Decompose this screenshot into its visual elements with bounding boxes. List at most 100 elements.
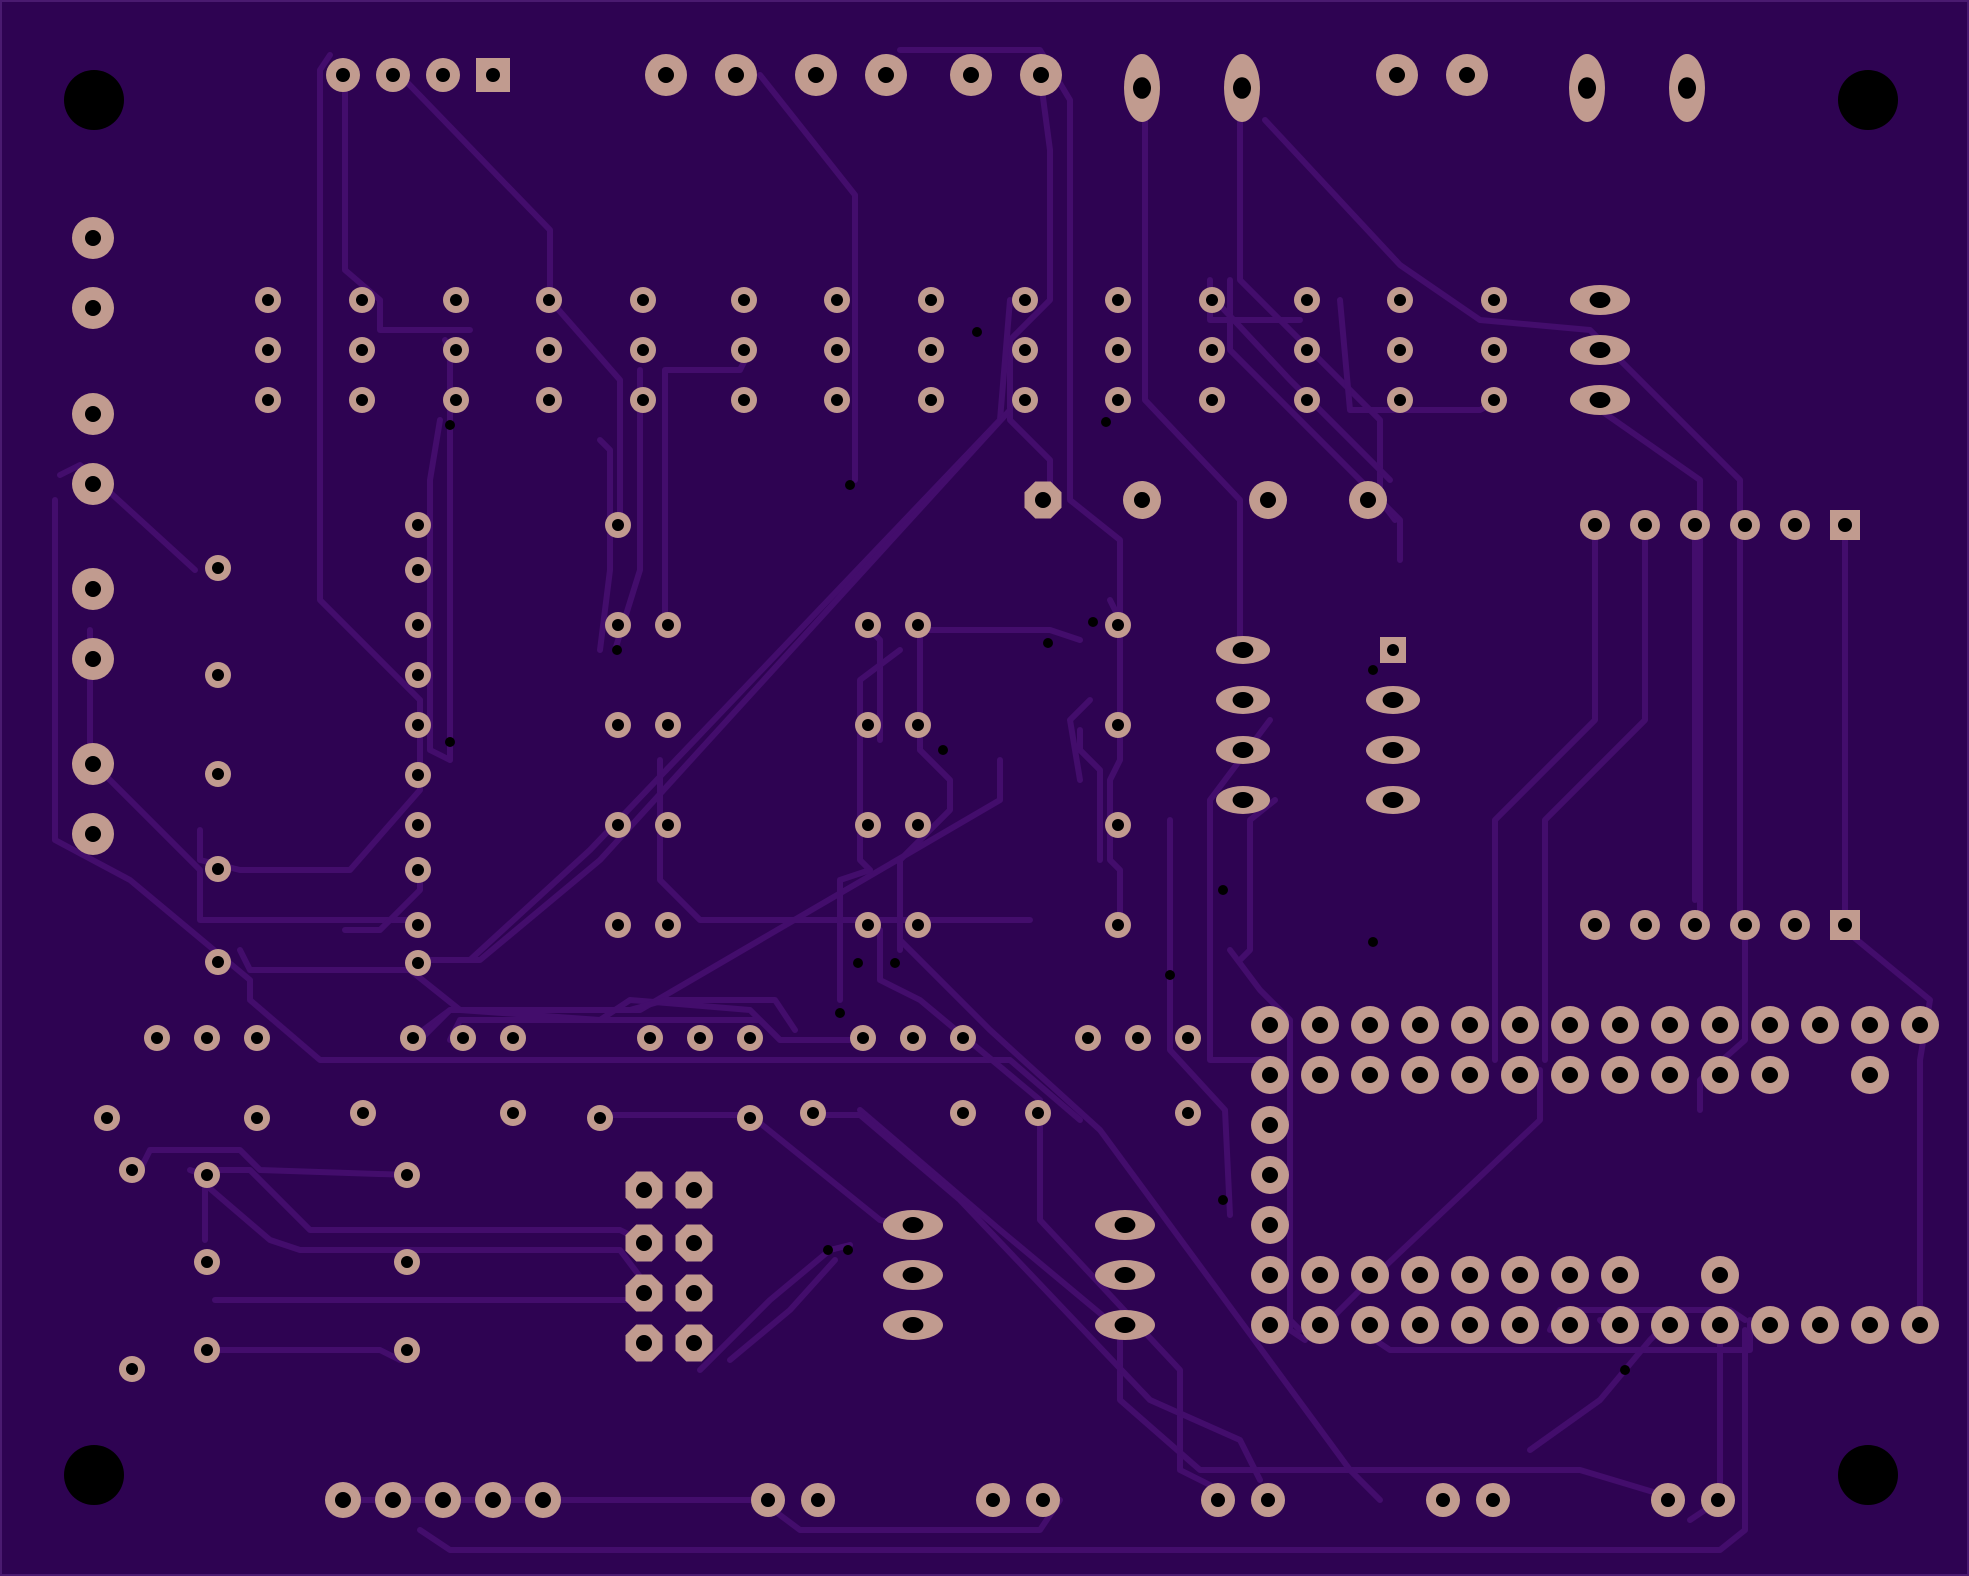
drill-hole xyxy=(658,67,674,83)
drill-hole xyxy=(1036,1493,1050,1507)
drill-hole xyxy=(1262,1017,1278,1033)
drill-hole xyxy=(1612,1017,1628,1033)
drill-hole xyxy=(1132,1032,1144,1044)
drill-hole xyxy=(1233,77,1251,99)
drill-hole xyxy=(262,294,274,306)
drill-hole xyxy=(1862,1067,1878,1083)
drill-hole xyxy=(1262,1067,1278,1083)
via xyxy=(1043,638,1053,648)
drill-hole xyxy=(662,619,674,631)
drill-hole xyxy=(1112,344,1124,356)
drill-hole xyxy=(744,1112,756,1124)
drill-hole xyxy=(636,1235,652,1251)
drill-hole xyxy=(1436,1493,1450,1507)
drill-hole xyxy=(662,819,674,831)
drill-hole xyxy=(1261,1493,1275,1507)
trace xyxy=(1077,727,1103,863)
trace xyxy=(897,47,1123,623)
via xyxy=(445,420,455,430)
drill-hole xyxy=(212,863,224,875)
trace xyxy=(1597,407,1703,928)
drill-hole xyxy=(1360,492,1376,508)
drill-hole xyxy=(1662,1017,1678,1033)
drill-hole xyxy=(738,294,750,306)
drill-hole xyxy=(1362,1317,1378,1333)
drill-hole xyxy=(1488,344,1500,356)
drill-hole xyxy=(1612,1067,1628,1083)
drill-hole xyxy=(412,819,424,831)
drill-hole xyxy=(808,67,824,83)
drill-hole xyxy=(1589,342,1611,358)
drill-hole xyxy=(761,1493,775,1507)
drill-hole xyxy=(85,651,101,667)
drill-hole xyxy=(1019,294,1031,306)
drill-hole xyxy=(907,1032,919,1044)
drill-hole xyxy=(1112,619,1124,631)
drill-hole xyxy=(694,1032,706,1044)
drill-hole xyxy=(862,719,874,731)
trace xyxy=(1167,817,1233,1218)
drill-hole xyxy=(1262,1217,1278,1233)
trace xyxy=(137,1147,413,1178)
drill-hole xyxy=(1588,918,1602,932)
drill-hole xyxy=(644,1032,656,1044)
drill-hole xyxy=(686,1235,702,1251)
drill-hole xyxy=(862,919,874,931)
drill-hole xyxy=(1301,344,1313,356)
drill-hole xyxy=(1382,692,1404,708)
drill-hole xyxy=(1662,1317,1678,1333)
drill-hole xyxy=(450,344,462,356)
drill-hole xyxy=(594,1112,606,1124)
trace xyxy=(1007,72,1053,503)
trace xyxy=(437,407,1013,963)
drill-hole xyxy=(1812,1317,1828,1333)
drill-hole xyxy=(412,564,424,576)
drill-hole xyxy=(1382,792,1404,808)
drill-hole xyxy=(1389,67,1405,83)
drill-hole xyxy=(1232,692,1254,708)
drill-hole xyxy=(686,1182,702,1198)
drill-hole xyxy=(1112,919,1124,931)
drill-hole xyxy=(686,1285,702,1301)
drill-hole xyxy=(251,1112,263,1124)
via xyxy=(835,1008,845,1018)
trace xyxy=(837,867,873,1003)
drill-hole xyxy=(436,68,450,82)
drill-hole xyxy=(1232,792,1254,808)
drill-hole xyxy=(1394,294,1406,306)
trace xyxy=(1142,72,1243,648)
drill-hole xyxy=(1262,1167,1278,1183)
drill-hole xyxy=(957,1107,969,1119)
drill-hole xyxy=(1394,344,1406,356)
drill-hole xyxy=(356,294,368,306)
vias xyxy=(445,327,1630,1375)
trace xyxy=(807,1112,1263,1483)
mounting-hole xyxy=(64,70,124,130)
trace xyxy=(727,1257,838,1363)
drill-hole xyxy=(1394,394,1406,406)
drill-hole xyxy=(1512,1267,1528,1283)
drill-hole xyxy=(85,581,101,597)
drill-hole xyxy=(1032,1107,1044,1119)
drill-hole xyxy=(262,344,274,356)
via xyxy=(1165,970,1175,980)
drill-hole xyxy=(356,394,368,406)
trace xyxy=(417,997,798,1043)
drill-hole xyxy=(1362,1067,1378,1083)
drill-hole xyxy=(412,669,424,681)
drill-hole xyxy=(1486,1493,1500,1507)
drill-hole xyxy=(407,1032,419,1044)
drill-hole xyxy=(957,1032,969,1044)
drill-hole xyxy=(1382,742,1404,758)
mounting-hole xyxy=(64,1445,124,1505)
drill-hole xyxy=(912,919,924,931)
drill-hole xyxy=(1112,394,1124,406)
drill-hole xyxy=(1912,1317,1928,1333)
drill-hole xyxy=(925,294,937,306)
trace xyxy=(897,937,1383,1503)
drill-hole xyxy=(507,1107,519,1119)
drill-hole xyxy=(1612,1317,1628,1333)
drill-hole xyxy=(1488,394,1500,406)
drill-hole xyxy=(1688,518,1702,532)
drill-hole xyxy=(1738,918,1752,932)
